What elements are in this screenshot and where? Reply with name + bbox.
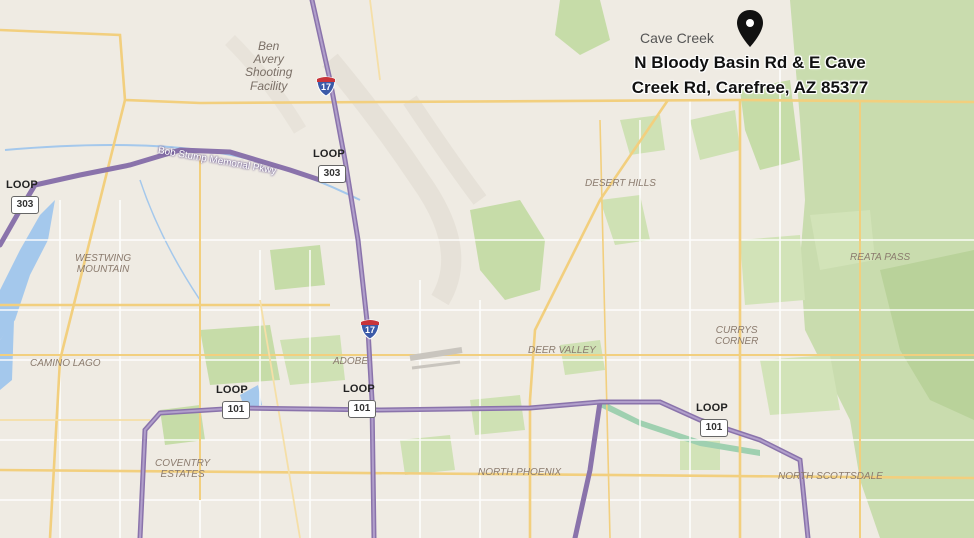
interstate-17-number: 17 [364, 325, 375, 335]
place-label-adobe: ADOBE [333, 356, 369, 367]
place-label-coventry-estates: COVENTRY ESTATES [155, 458, 211, 480]
tonto-forest-area [790, 0, 974, 538]
loop-label: LOOP [313, 148, 345, 160]
place-label-north-scottsdale: NORTH SCOTTSDALE [778, 471, 883, 482]
map-pin-icon[interactable] [735, 9, 765, 49]
place-label-north-phoenix: NORTH PHOENIX [478, 467, 562, 478]
place-label-currys-corner: CURRYS CORNER [715, 325, 759, 347]
place-label-desert-hills: DESERT HILLS [585, 178, 656, 189]
place-label-reata-pass: REATA PASS [850, 252, 911, 263]
loop-label: LOOP [6, 179, 38, 191]
loop-303-shield: 303 [318, 165, 346, 183]
loop-101-shield: 101 [348, 400, 376, 418]
place-label-deer-valley: DEER VALLEY [528, 345, 596, 356]
loop-101-shield: 101 [700, 419, 728, 437]
interstate-17-number: 17 [320, 82, 331, 92]
place-label-westwing-mountain: WESTWING MOUNTAIN [75, 253, 132, 275]
loop-label: LOOP [216, 384, 248, 396]
loop-label: LOOP [343, 383, 375, 395]
loop-101-shield: 101 [222, 401, 250, 419]
pin-address-label: N Bloody Basin Rd & E Cave Creek Rd, Car… [631, 53, 869, 97]
place-label-ben-avery: Ben Avery Shooting Facility [245, 39, 293, 93]
interstate-17-shield-icon: 17 [316, 75, 336, 97]
place-label-camino-lago: CAMINO LAGO [30, 358, 101, 369]
interstate-17-shield-icon: 17 [360, 318, 380, 340]
loop-label: LOOP [696, 402, 728, 414]
loop-303-shield: 303 [11, 196, 39, 214]
town-label-cave-creek: Cave Creek [640, 30, 714, 46]
